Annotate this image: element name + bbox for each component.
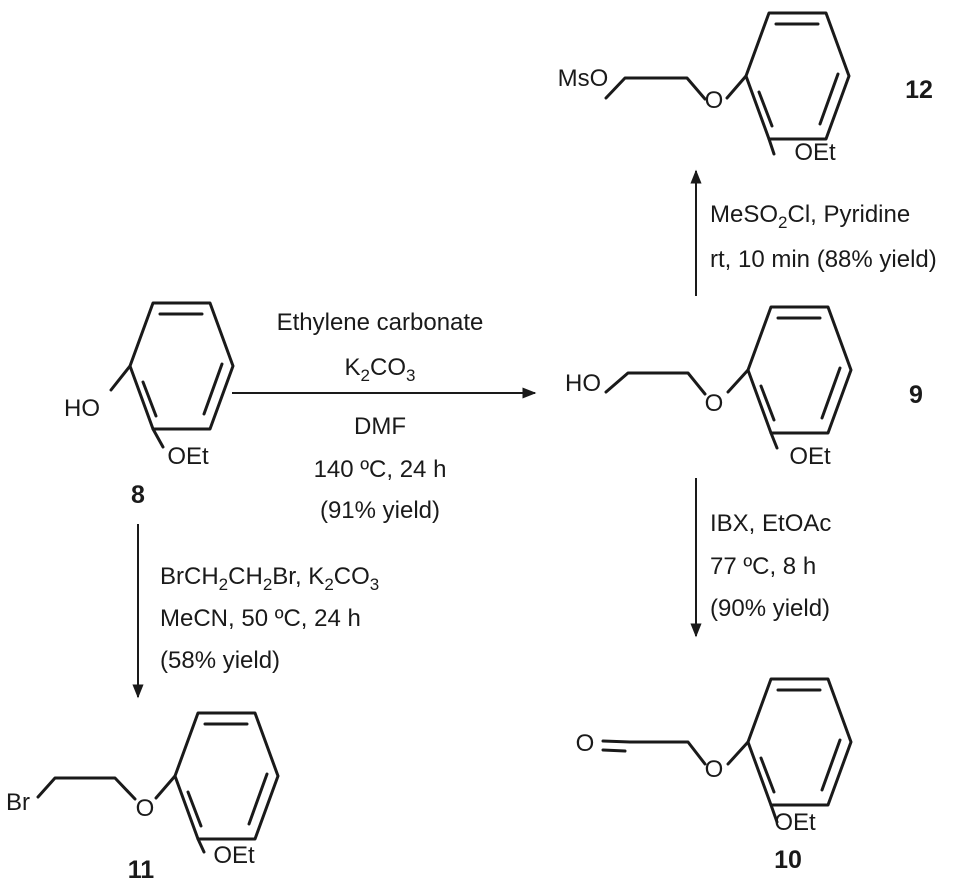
ring-bonds (173, 711, 280, 841)
conditions-line-2: 77 ºC, 8 h (710, 553, 816, 580)
ring-bonds (128, 301, 235, 431)
ring-inner-bonds (141, 312, 224, 418)
compound-9: HO O OEt 9 (565, 305, 923, 470)
reagent-line-1: MeSO2Cl, Pyridine (710, 201, 910, 232)
ether-oxygen-label: O (705, 390, 724, 417)
yield-line: (91% yield) (320, 497, 440, 524)
ether-oxygen-label: O (705, 87, 724, 114)
compound-12: MsO O OEt 12 (558, 11, 933, 166)
reagent-line-1: IBX, EtOAc (710, 510, 831, 537)
compound-number: 10 (774, 846, 802, 874)
oh-bond (109, 364, 132, 392)
carbonyl-oxygen-label: O (576, 730, 595, 757)
conditions-9-to-10: IBX, EtOAc 77 ºC, 8 h (90% yield) (710, 510, 831, 622)
ring-bonds (746, 305, 853, 435)
reagent-line-1: Ethylene carbonate (277, 309, 484, 336)
oet-label: OEt (774, 809, 816, 836)
oet-label: OEt (167, 443, 209, 470)
yield-line: (90% yield) (710, 595, 830, 622)
compound-number: 8 (131, 481, 145, 509)
mso-label: MsO (558, 65, 609, 92)
compound-number: 11 (128, 856, 155, 884)
compound-11: Br O OEt 11 (6, 711, 280, 884)
chain-bonds (628, 740, 750, 766)
conditions-line-2: MeCN, 50 ºC, 24 h (160, 605, 361, 632)
ring-inner-bonds (186, 722, 269, 828)
conditions-9-to-12: MeSO2Cl, Pyridine rt, 10 min (88% yield) (710, 201, 937, 273)
ring-inner-bonds (759, 316, 842, 422)
oet-bond (769, 431, 779, 450)
oet-bond (196, 837, 206, 854)
ether-oxygen-label: O (136, 795, 155, 822)
oet-label: OEt (213, 842, 255, 869)
chain-bonds (36, 774, 177, 801)
ring-bonds (744, 11, 851, 141)
chain-bonds (604, 368, 750, 396)
ring-inner-bonds (757, 22, 840, 128)
carbonyl-double-bond (601, 739, 632, 753)
conditions-8-to-9: Ethylene carbonate K2CO3 DMF 140 ºC, 24 … (277, 309, 484, 524)
ring-inner-bonds (759, 688, 842, 794)
compound-10: O O OEt 10 (576, 677, 853, 874)
oet-bond (151, 427, 165, 449)
ho-label: HO (64, 395, 100, 422)
reagent-line-2: K2CO3 (345, 354, 416, 385)
ring-bonds (746, 677, 853, 807)
oet-label: OEt (789, 443, 831, 470)
oet-bond (767, 137, 776, 156)
oet-label: OEt (794, 139, 836, 166)
chain-bonds (604, 74, 748, 101)
solvent-line: DMF (354, 413, 406, 440)
compound-number: 12 (905, 76, 933, 104)
ether-oxygen-label: O (705, 756, 724, 783)
reagent-line-1: BrCH2CH2Br, K2CO3 (160, 563, 379, 594)
yield-line: (58% yield) (160, 647, 280, 674)
compound-number: 9 (909, 381, 923, 409)
oet-bond (769, 803, 779, 824)
ho-label: HO (565, 370, 601, 397)
compound-8: HO OEt 8 (64, 301, 235, 509)
temperature-time-line: 140 ºC, 24 h (314, 456, 447, 483)
conditions-8-to-11: BrCH2CH2Br, K2CO3 MeCN, 50 ºC, 24 h (58%… (160, 563, 379, 674)
conditions-line-2: rt, 10 min (88% yield) (710, 246, 937, 273)
br-label: Br (6, 789, 30, 816)
